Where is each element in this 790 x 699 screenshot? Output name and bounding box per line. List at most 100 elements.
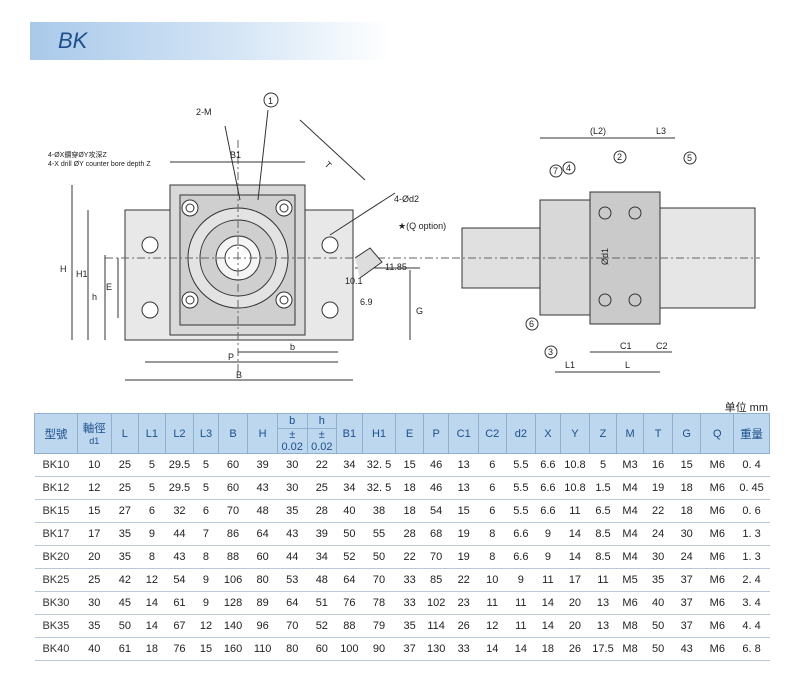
label-2m: 2-M — [196, 107, 212, 117]
table-cell: 50 — [336, 522, 363, 546]
table-cell: 33 — [395, 568, 424, 592]
table-cell: 5 — [193, 476, 219, 500]
table-cell: 128 — [218, 591, 248, 615]
table-cell: M4 — [616, 499, 644, 523]
col-b: B — [217, 413, 249, 454]
label-h1: H1 — [76, 269, 88, 279]
table-cell: 130 — [423, 637, 449, 661]
col-e: E — [395, 413, 424, 454]
model-cell: BK17 — [34, 522, 78, 546]
label-10-1: 10.1 — [345, 276, 363, 286]
table-cell: 14 — [506, 637, 536, 661]
col-b-small: b — [276, 413, 308, 429]
table-cell: 25 — [111, 453, 139, 477]
table-cell: 12 — [77, 476, 112, 500]
col-m: M — [615, 413, 645, 454]
model-cell: BK40 — [34, 637, 78, 661]
table-cell: M4 — [616, 522, 644, 546]
table-cell: 8 — [478, 545, 507, 569]
table-cell: 6.5 — [589, 499, 617, 523]
table-cell: 89 — [247, 591, 278, 615]
table-cell: 16 — [643, 453, 673, 477]
table-cell: 80 — [247, 568, 278, 592]
table-cell: 50 — [643, 614, 673, 638]
table-cell: 18 — [395, 499, 424, 523]
table-cell: 1.5 — [589, 476, 617, 500]
table-cell: 30 — [643, 545, 673, 569]
table-cell: 6.6 — [535, 476, 561, 500]
table-cell: 70 — [277, 614, 308, 638]
col-h1: H1 — [361, 413, 397, 454]
table-cell: 19 — [448, 545, 479, 569]
model-cell: BK15 — [34, 499, 78, 523]
table-cell: 64 — [277, 591, 308, 615]
table-cell: 76 — [336, 591, 363, 615]
label-4: 4 — [566, 163, 571, 173]
table-cell: 10.8 — [560, 453, 590, 477]
table-cell: 15 — [395, 453, 424, 477]
table-cell: 8.5 — [589, 545, 617, 569]
model-cell: BK35 — [34, 614, 78, 638]
table-cell: 22 — [643, 499, 673, 523]
table-cell: 27 — [111, 499, 139, 523]
model-cell: BK25 — [34, 568, 78, 592]
table-cell: 13 — [448, 453, 479, 477]
table-cell: 37 — [672, 614, 701, 638]
table-cell: 86 — [218, 522, 248, 546]
table-cell: 60 — [218, 453, 248, 477]
table-cell: 0. 6 — [733, 499, 770, 523]
label-5: 5 — [687, 153, 692, 163]
table-cell: 35 — [111, 522, 139, 546]
section-title: BK — [58, 28, 88, 53]
table-cell: 88 — [218, 545, 248, 569]
table-cell: M6 — [700, 476, 734, 500]
table-cell: 20 — [77, 545, 112, 569]
table-cell: 48 — [307, 568, 337, 592]
label-3: 3 — [548, 347, 553, 357]
label-1: 1 — [268, 96, 273, 106]
label-11-85: 11.85 — [385, 262, 407, 272]
table-cell: 25 — [77, 568, 112, 592]
table-cell: 79 — [362, 614, 396, 638]
table-cell: 6. 8 — [733, 637, 770, 661]
label-6-9: 6.9 — [360, 297, 373, 307]
table-cell: 6 — [138, 499, 166, 523]
table-cell: 43 — [277, 522, 308, 546]
header-tolerance-row: ± 0.02 ± 0.02 — [35, 428, 770, 454]
table-cell: 70 — [423, 545, 449, 569]
table-cell: 43 — [165, 545, 194, 569]
label-h-lower: h — [92, 292, 97, 302]
table-cell: 13 — [589, 614, 617, 638]
table-cell: 18 — [138, 637, 166, 661]
table-cell: 32. 5 — [362, 453, 396, 477]
table-cell: 7 — [193, 522, 219, 546]
table-cell: 35 — [395, 614, 424, 638]
table-cell: 35 — [111, 545, 139, 569]
table-cell: 34 — [307, 545, 337, 569]
tol-b: ± 0.02 — [276, 428, 308, 454]
table-cell: 13 — [589, 591, 617, 615]
table-cell: 30 — [277, 476, 308, 500]
table-cell: M8 — [616, 614, 644, 638]
unit-label: 单位 mm — [724, 402, 768, 414]
table-cell: M4 — [616, 545, 644, 569]
table-cell: 5 — [193, 453, 219, 477]
table-cell: 11 — [535, 568, 561, 592]
table-cell: 4. 4 — [733, 614, 770, 638]
table-cell: 29.5 — [165, 476, 194, 500]
table-cell: 11 — [506, 614, 536, 638]
label-c1: C1 — [620, 341, 632, 351]
table-cell: 70 — [218, 499, 248, 523]
table-cell: M6 — [700, 568, 734, 592]
table-cell: 54 — [423, 499, 449, 523]
model-cell: BK10 — [34, 453, 78, 477]
table-cell: 17.5 — [589, 637, 617, 661]
table-cell: 43 — [672, 637, 701, 661]
table-cell: 11 — [589, 568, 617, 592]
table-cell: 39 — [247, 453, 278, 477]
table-cell: 60 — [307, 637, 337, 661]
table-cell: M8 — [616, 637, 644, 661]
